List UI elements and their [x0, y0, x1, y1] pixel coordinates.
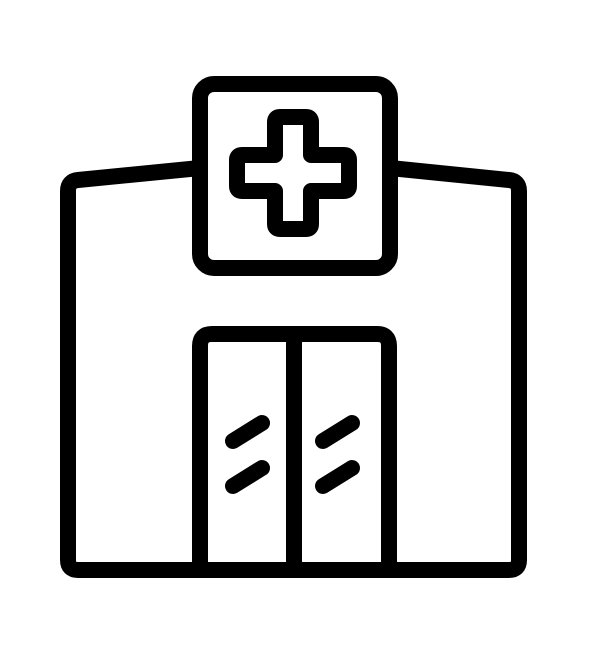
left-door-glass-mark-upper [225, 415, 270, 449]
sign-box [192, 76, 398, 276]
medical-cross-icon [229, 109, 357, 237]
right-door-glass-mark-upper [315, 415, 360, 449]
left-door-glass-mark-lower [225, 460, 270, 494]
right-door-glass-mark-lower [315, 460, 360, 494]
